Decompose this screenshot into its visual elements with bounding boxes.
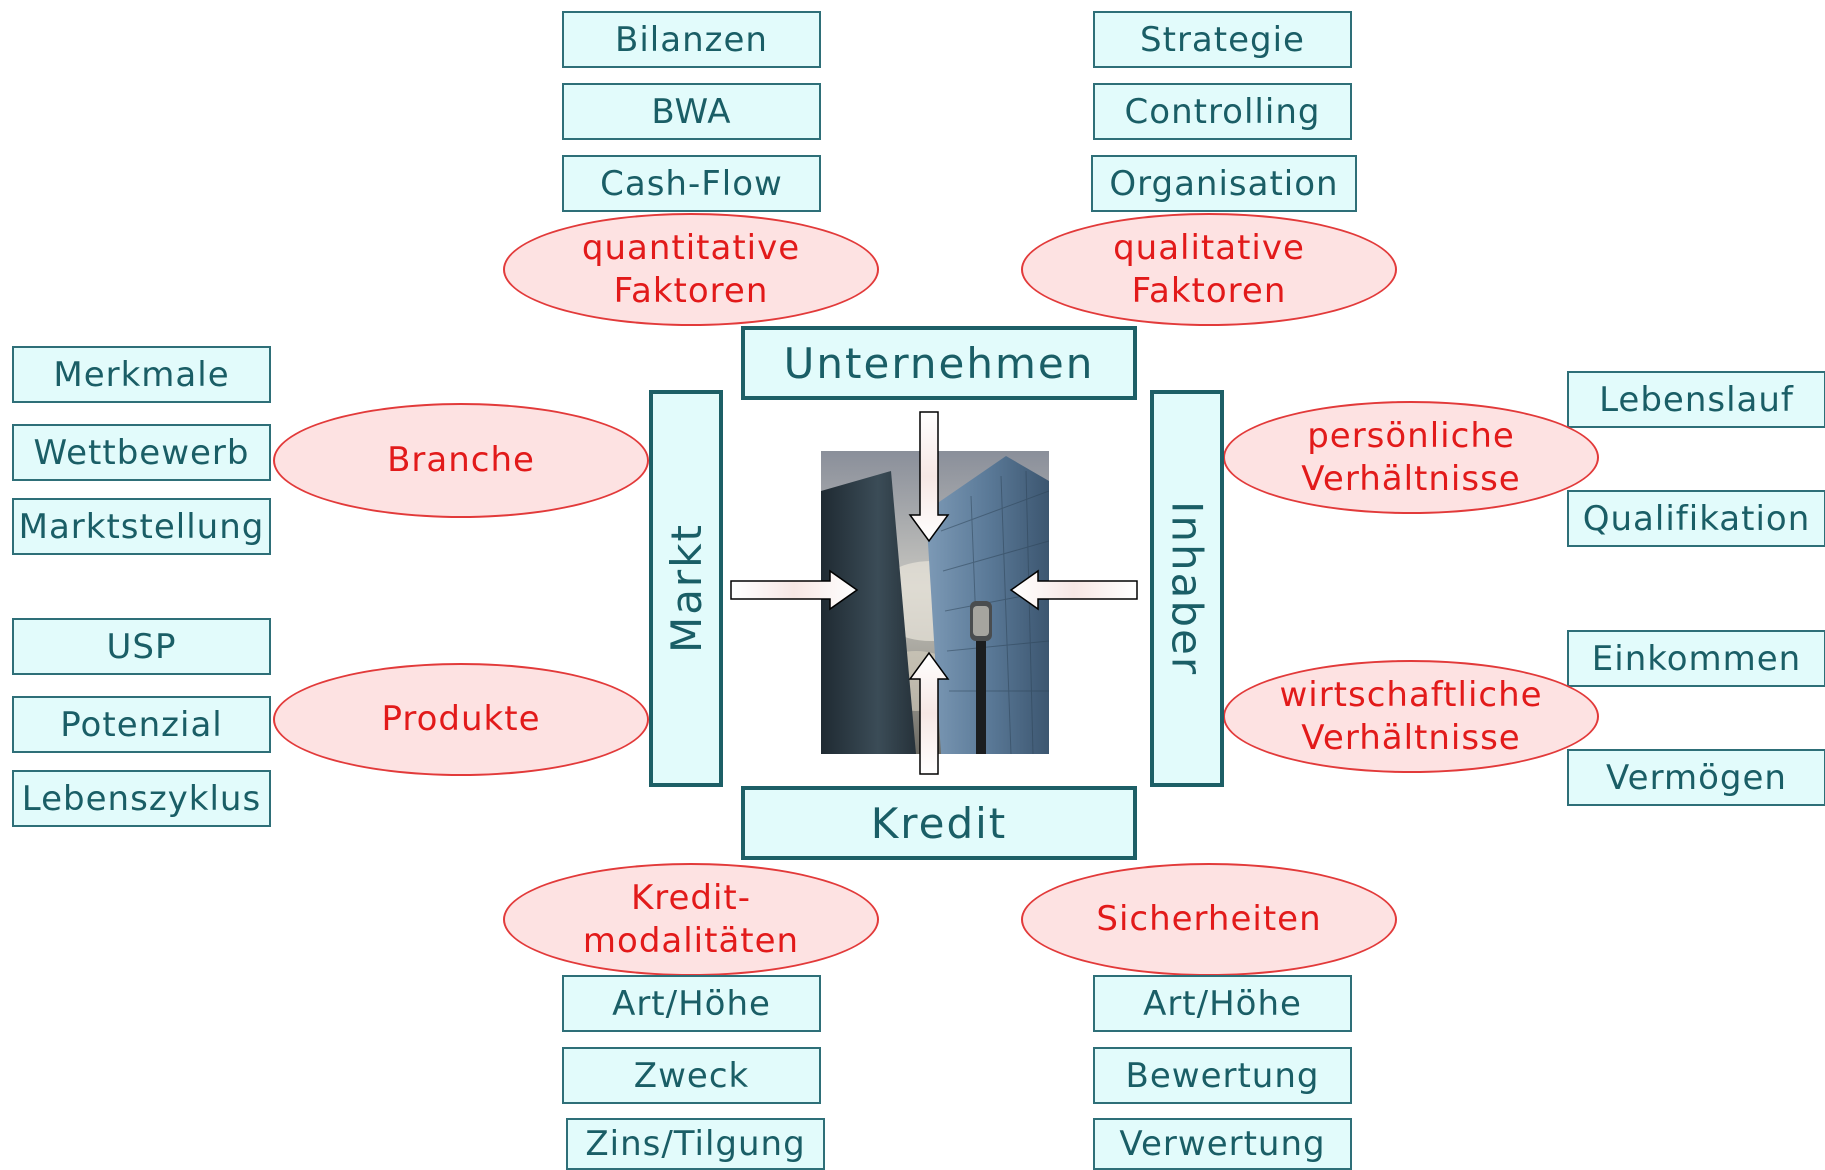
wirtschaftlich-label-line1: wirtschaftliche: [1279, 675, 1543, 715]
persoenlich-label-line2: Verhältnisse: [1301, 458, 1521, 499]
box-zweck: Zweck: [562, 1047, 821, 1104]
box-art-hoehe-kredit: Art/Höhe: [562, 975, 821, 1032]
ellipse-quantitative-faktoren: quantitative Faktoren: [503, 213, 879, 326]
inhaber-label: Inhaber: [1162, 500, 1212, 677]
persoenlich-label-line1: persönliche: [1307, 416, 1515, 456]
box-qualifikation: Qualifikation: [1567, 490, 1825, 547]
box-strategie: Strategie: [1093, 11, 1352, 68]
wirtschaftlich-label-line2: Verhältnisse: [1301, 717, 1521, 758]
center-markt: Markt: [649, 390, 723, 787]
box-lebenszyklus: Lebenszyklus: [12, 770, 271, 827]
quantitative-label-line1: quantitative: [581, 228, 801, 268]
box-organisation: Organisation: [1091, 155, 1357, 212]
ellipse-kreditmodalitaeten: Kredit- modalitäten: [503, 863, 879, 976]
box-art-hoehe-sicherheiten: Art/Höhe: [1093, 975, 1352, 1032]
ellipse-persoenliche-verhaeltnisse: persönliche Verhältnisse: [1223, 401, 1599, 514]
box-controlling: Controlling: [1093, 83, 1352, 140]
box-usp: USP: [12, 618, 271, 675]
qualitative-label-line1: qualitative: [1113, 228, 1305, 268]
sicherheiten-label: Sicherheiten: [1096, 899, 1322, 940]
box-bwa: BWA: [562, 83, 821, 140]
center-unternehmen: Unternehmen: [741, 326, 1137, 400]
box-vermoegen: Vermögen: [1567, 749, 1825, 806]
qualitative-label-line2: Faktoren: [1131, 270, 1287, 311]
kreditmodalitaeten-label-line2: modalitäten: [582, 920, 800, 961]
box-lebenslauf: Lebenslauf: [1567, 371, 1825, 428]
box-marktstellung: Marktstellung: [12, 498, 271, 555]
box-potenzial: Potenzial: [12, 696, 271, 753]
kreditmodalitaeten-label-line1: Kredit-: [630, 878, 752, 918]
box-bilanzen: Bilanzen: [562, 11, 821, 68]
ellipse-qualitative-faktoren: qualitative Faktoren: [1021, 213, 1397, 326]
ellipse-wirtschaftliche-verhaeltnisse: wirtschaftliche Verhältnisse: [1223, 660, 1599, 773]
box-bewertung: Bewertung: [1093, 1047, 1352, 1104]
center-kredit: Kredit: [741, 786, 1137, 860]
branche-label: Branche: [387, 440, 535, 481]
arrow-left-icon: [1009, 569, 1138, 611]
ellipse-produkte: Produkte: [273, 663, 649, 776]
arrow-down-icon: [908, 411, 950, 543]
center-inhaber: Inhaber: [1150, 390, 1224, 787]
box-cash-flow: Cash-Flow: [562, 155, 821, 212]
quantitative-label-line2: Faktoren: [613, 270, 769, 311]
box-wettbewerb: Wettbewerb: [12, 424, 271, 481]
produkte-label: Produkte: [381, 699, 541, 740]
arrow-right-icon: [730, 569, 859, 611]
ellipse-branche: Branche: [273, 403, 649, 518]
box-merkmale: Merkmale: [12, 346, 271, 403]
box-zins-tilgung: Zins/Tilgung: [566, 1118, 825, 1170]
box-einkommen: Einkommen: [1567, 630, 1825, 687]
box-verwertung: Verwertung: [1093, 1118, 1352, 1170]
arrow-up-icon: [908, 651, 950, 775]
